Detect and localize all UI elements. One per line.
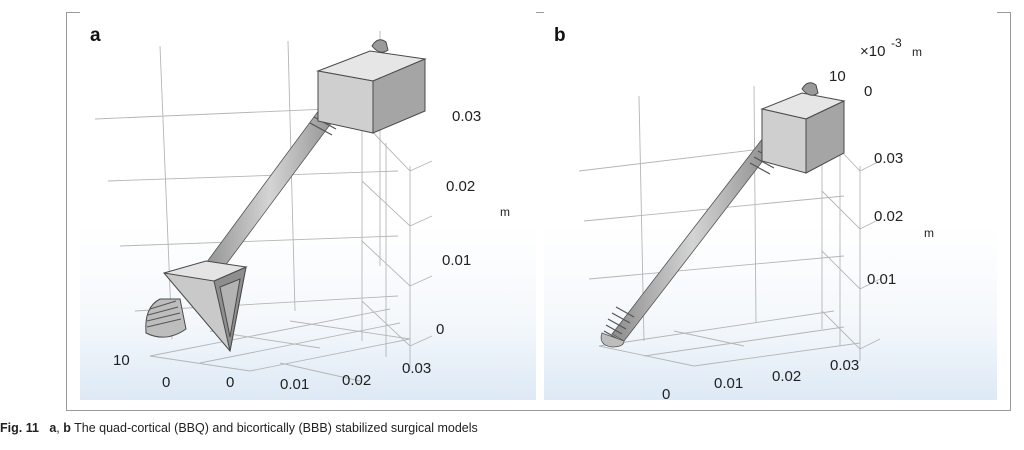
- panel-b-label: b: [554, 25, 566, 46]
- x-tick-3: 0.02: [342, 372, 371, 389]
- x-tick-4: 0.03: [830, 357, 859, 374]
- z-tick-4: 0: [436, 321, 444, 338]
- panel-b-plot: ×10 -3 m 10 0 0.03 0.02 m 0.01 0 0.01 0.…: [578, 36, 934, 400]
- z-tick-2: 0.03: [874, 150, 903, 167]
- caption-panel-a: a: [49, 421, 57, 435]
- x-tick-2: 0.01: [714, 375, 743, 392]
- panel-a-label: a: [90, 25, 101, 46]
- top-bone-block: [760, 82, 846, 174]
- x-tick-1: 0: [662, 386, 670, 400]
- scale-factor-base: ×10: [860, 43, 885, 60]
- grid-lines: [94, 31, 433, 382]
- x-tick-3: 0.02: [772, 368, 801, 385]
- z-axis-unit: m: [500, 205, 510, 219]
- z-tick-1: 0: [864, 83, 872, 100]
- z-tick-4: 0.01: [867, 271, 896, 288]
- screw-rod: [600, 114, 803, 348]
- z-tick-1: 0.03: [452, 108, 481, 125]
- top-bone-block: [316, 39, 427, 134]
- z-tick-2: 0.02: [446, 178, 475, 195]
- panel-a: 0.03 0.02 0.01 0 m 0 0.01 0.02 0.03 10 0…: [80, 11, 536, 400]
- x-tick-2: 0.01: [280, 376, 309, 393]
- scale-factor-exponent: -3: [891, 36, 902, 50]
- panel-a-plot: 0.03 0.02 0.01 0 m 0 0.01 0.02 0.03 10 0: [94, 31, 510, 393]
- x-tick-1: 0: [226, 374, 234, 391]
- y-tick-2: 0: [162, 374, 170, 391]
- caption-text: The quad-cortical (BBQ) and bicortically…: [70, 421, 478, 435]
- z-axis-unit: m: [924, 226, 934, 240]
- z-tick-3: 0.01: [442, 252, 471, 269]
- bottom-bone-wedge: [145, 260, 248, 353]
- y-tick-1: 10: [829, 68, 846, 85]
- z-tick-3: 0.02: [874, 208, 903, 225]
- panel-b: ×10 -3 m 10 0 0.03 0.02 m 0.01 0 0.01 0.…: [544, 11, 997, 400]
- figure-caption: Fig. 11 a, b The quad-cortical (BBQ) and…: [0, 421, 478, 435]
- y-tick-1: 10: [113, 352, 130, 369]
- x-tick-4: 0.03: [402, 360, 431, 377]
- figure-number: Fig. 11: [0, 421, 39, 435]
- caption-separator: ,: [56, 421, 64, 435]
- caption-panel-b: b: [63, 421, 71, 435]
- scale-factor-unit: m: [912, 45, 922, 59]
